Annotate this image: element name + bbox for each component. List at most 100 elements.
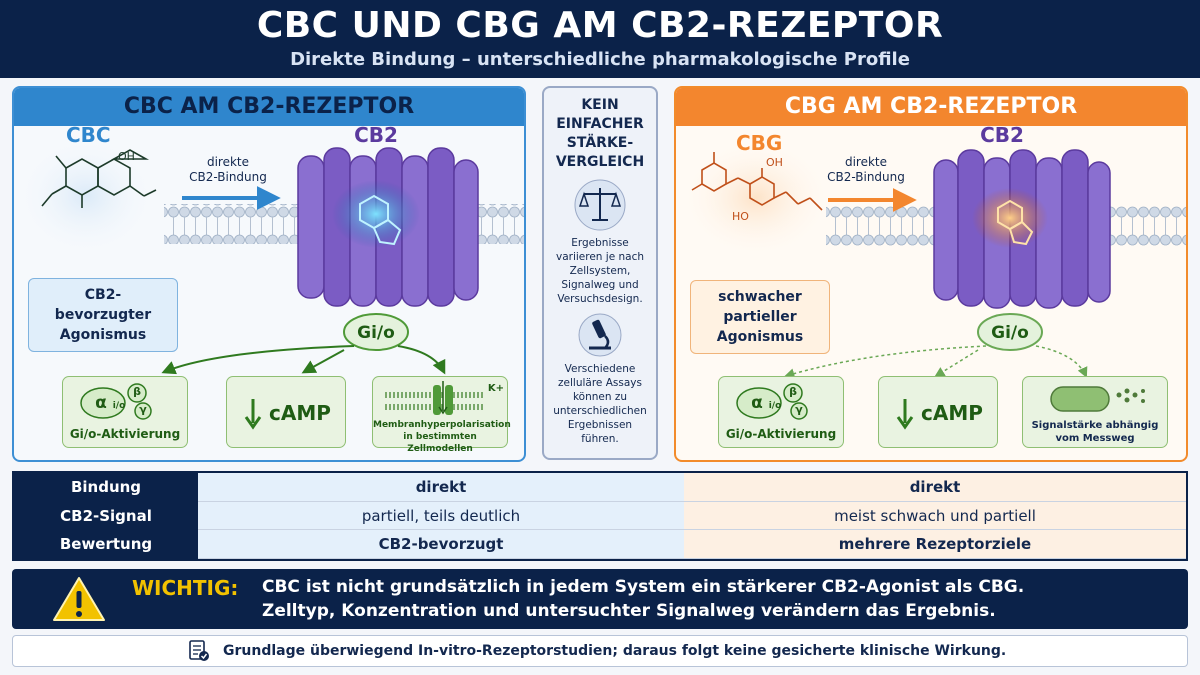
note-title-2: EINFACHER xyxy=(556,116,644,132)
warning-line-1: CBC ist nicht grundsätzlich in jedem Sys… xyxy=(262,577,1025,597)
beta-subunit: β xyxy=(789,385,797,398)
arrow-label-2: CB2-Bindung xyxy=(189,170,267,184)
agonism-line-2: partieller xyxy=(723,309,797,325)
beta-subunit: β xyxy=(133,385,141,398)
agonism-line-1: CB2-bevorzugter xyxy=(54,287,152,323)
signal-box: Signalstärke abhängig vom Messweg xyxy=(1022,376,1168,448)
gio-activation-box: α i/o β γ Gi/o-Aktivierung xyxy=(718,376,844,448)
cbg-oh-label: OH xyxy=(766,156,783,169)
arrow-label-1: direkte xyxy=(207,155,249,169)
cbg-diagram: CBG OH HO direkte CB2-Bindung CB2 xyxy=(680,126,1186,379)
cb2-receptor-icon xyxy=(297,147,479,307)
membrane-box: K+ Membranhyperpolarisation in bestimmte… xyxy=(372,376,511,454)
membrane-line-2: in bestimmten Zellmodellen xyxy=(403,432,477,454)
pathway-arrow-3 xyxy=(397,345,446,375)
camp-label: cAMP xyxy=(269,401,331,425)
page-subtitle: Direkte Bindung – unterschiedliche pharm… xyxy=(290,49,910,70)
agonism-line-3: Agonismus xyxy=(716,329,804,345)
note-title-4: VERGLEICH xyxy=(555,154,645,170)
agonism-line-2: Agonismus xyxy=(59,327,147,343)
molecule-glow xyxy=(680,138,832,258)
gprotein-node xyxy=(343,313,409,351)
alpha-subunit: α xyxy=(95,393,107,413)
cbg-label: CBG xyxy=(736,131,782,155)
cb2-label: CB2 xyxy=(980,126,1024,147)
note-text2-5: Ergebnissen xyxy=(567,419,633,431)
gprotein-node xyxy=(977,313,1043,351)
microscope-icon xyxy=(578,313,622,357)
warning-line-2: Zelltyp, Konzentration und untersuchter … xyxy=(262,601,996,621)
cbg-cell: direkt xyxy=(684,473,1186,502)
alpha-subunit: α xyxy=(751,393,763,413)
table-row: Bewertung CB2-bevorzugt mehrere Rezeptor… xyxy=(14,530,1186,559)
camp-box: cAMP xyxy=(878,376,998,448)
note-text1-5: Versuchsdesign. xyxy=(557,293,643,305)
row-label: Bindung xyxy=(14,473,198,502)
header: CBC UND CBG AM CB2-REZEPTOR Direkte Bind… xyxy=(0,0,1200,78)
note-text1-1: Ergebnisse xyxy=(571,237,629,249)
signal-line-2: vom Messweg xyxy=(1055,433,1135,444)
comparison-note: KEIN EINFACHER STÄRKE- VERGLEICH Ergebni… xyxy=(542,86,658,460)
ion-channel-icon xyxy=(385,381,483,415)
signal-line-1: Signalstärke abhängig xyxy=(1031,420,1159,431)
note-text2-3: können zu xyxy=(572,391,628,403)
pathway-arrow-1 xyxy=(783,345,987,379)
camp-label: cAMP xyxy=(921,401,983,425)
pathway-arrow-3 xyxy=(1035,345,1088,378)
molecule-glow xyxy=(16,136,156,256)
note-text2-4: unterschiedlichen xyxy=(553,405,647,417)
cb2-label: CB2 xyxy=(354,126,398,147)
note-title-1: KEIN xyxy=(581,97,619,113)
gprotein-subunits-icon xyxy=(80,383,152,420)
gamma-subunit: γ xyxy=(139,403,147,416)
membrane-line-1: Membranhyperpolarisation xyxy=(373,420,511,430)
cbg-cell: mehrere Rezeptorziele xyxy=(684,530,1186,559)
warning-label: WICHTIG: xyxy=(132,576,239,600)
pathway-arrow-1 xyxy=(161,345,355,375)
cbc-panel: CBC AM CB2-REZEPTOR CBC xyxy=(12,86,526,462)
down-arrow-icon xyxy=(244,399,262,430)
gio-activation-box: α i/o β γ Gi/o-Aktivierung xyxy=(62,376,188,448)
cbc-panel-title: CBC AM CB2-REZEPTOR xyxy=(14,88,524,126)
gio-activation-label: Gi/o-Aktivierung xyxy=(69,427,181,441)
gprotein-label: Gi/o xyxy=(357,323,395,343)
arrow-label-1: direkte xyxy=(845,155,887,169)
page-title: CBC UND CBG AM CB2-REZEPTOR xyxy=(256,5,944,46)
cbc-cell: partiell, teils deutlich xyxy=(198,501,684,531)
gamma-subunit: γ xyxy=(795,403,803,416)
table-row: Bindung direkt direkt xyxy=(14,473,1186,502)
note-text1-2: variieren je nach xyxy=(555,251,645,263)
cbc-cell: direkt xyxy=(198,473,684,502)
warning-banner: WICHTIG: CBC ist nicht grundsätzlich in … xyxy=(12,569,1188,629)
gprotein-subunits-icon xyxy=(736,383,808,420)
note-text2-1: Verschiedene xyxy=(564,363,636,375)
footer-text: Grundlage überwiegend In-vitro-Rezeptors… xyxy=(223,643,1007,659)
camp-box: cAMP xyxy=(226,376,346,448)
cbc-molecule-icon xyxy=(41,149,157,208)
row-label: CB2-Signal xyxy=(14,501,198,531)
cbc-diagram: CBC OH direkte CB2-Bindung CB2 xyxy=(16,126,524,375)
row-label: Bewertung xyxy=(14,530,198,559)
comparison-table: Bindung direkt direkt CB2-Signal partiel… xyxy=(12,471,1188,561)
alpha-subscript: i/o xyxy=(768,401,782,411)
gprotein-label: Gi/o xyxy=(991,323,1029,343)
cbc-oh-label: OH xyxy=(118,150,135,163)
warning-icon xyxy=(53,577,105,621)
document-check-icon xyxy=(189,640,209,661)
table-row: CB2-Signal partiell, teils deutlich meis… xyxy=(14,501,1186,531)
note-text1-3: Zellsystem, xyxy=(569,265,631,277)
agonism-line-1: schwacher xyxy=(718,289,802,305)
cbg-ho-label: HO xyxy=(732,210,749,223)
pathway-arrow-2 xyxy=(301,349,345,374)
alpha-subscript: i/o xyxy=(112,401,126,411)
cbc-cell: CB2-bevorzugt xyxy=(198,530,684,559)
receptor-signal-icon xyxy=(1050,386,1145,412)
arrow-label-2: CB2-Bindung xyxy=(827,170,905,184)
footer-note: Grundlage überwiegend In-vitro-Rezeptors… xyxy=(12,635,1188,667)
note-text2-2: zelluläre Assays xyxy=(558,377,642,389)
note-text1-4: Signalweg und xyxy=(561,279,639,291)
cbg-panel-title: CBG AM CB2-REZEPTOR xyxy=(676,88,1186,126)
balance-scale-icon xyxy=(574,179,626,231)
cbg-agonism-box: schwacher partieller Agonismus xyxy=(690,280,830,354)
pathway-arrow-2 xyxy=(934,349,979,378)
